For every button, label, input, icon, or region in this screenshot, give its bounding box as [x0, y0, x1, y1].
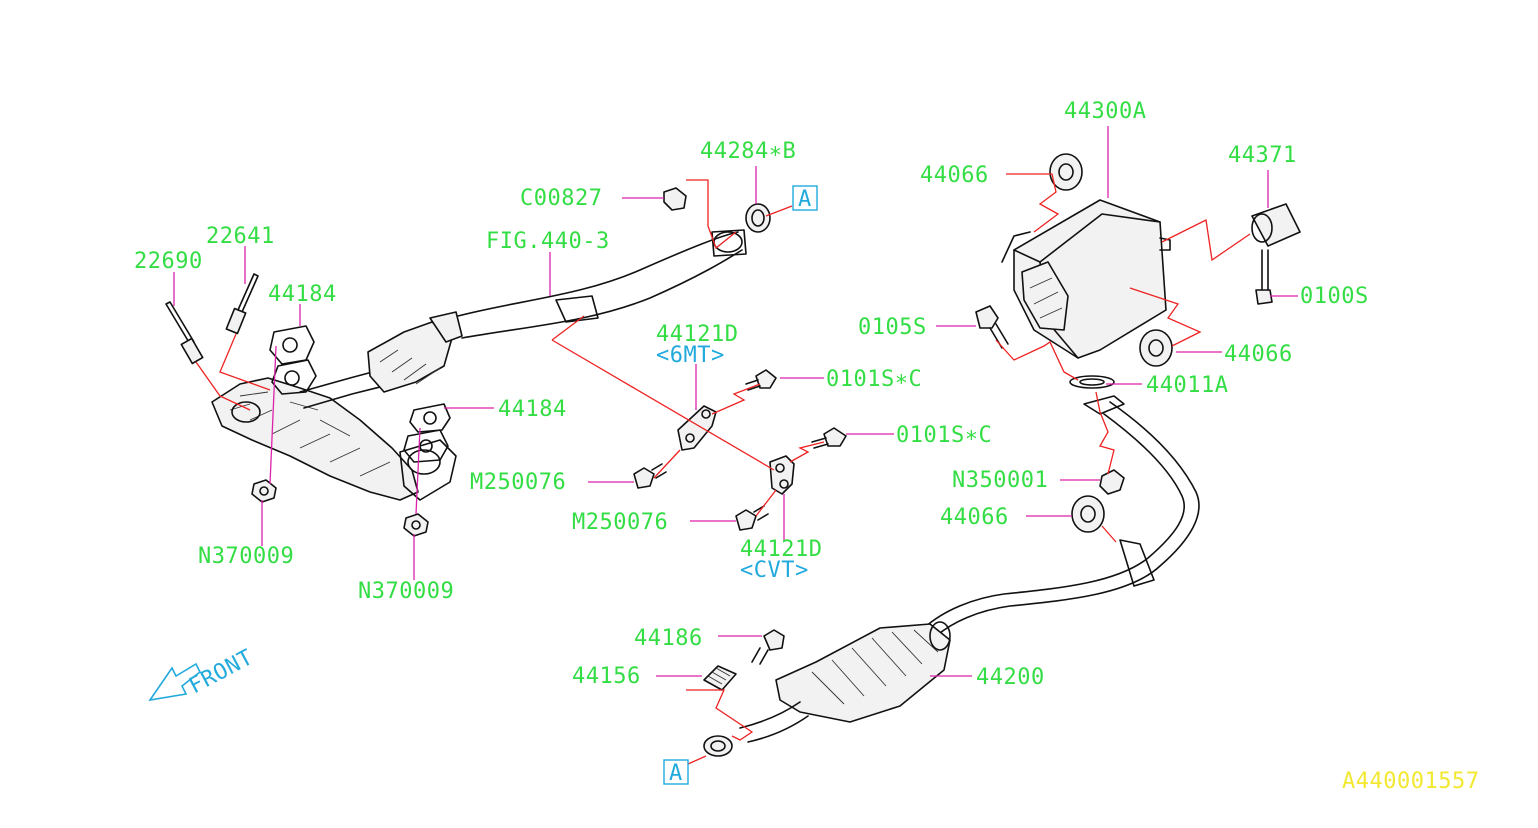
- label-44066-mid: 44066: [940, 505, 1009, 530]
- label-44121d-top: 44121D: [656, 322, 738, 347]
- rear-muffler-44300a: [1001, 199, 1171, 359]
- front-exhaust-pipe: [299, 231, 743, 409]
- label-44284b: 44284∗B: [700, 139, 796, 164]
- label-6mt: <6MT>: [656, 343, 725, 368]
- bracket-6mt: [677, 405, 717, 451]
- label-n350001: N350001: [952, 468, 1048, 493]
- label-cvt: <CVT>: [740, 558, 809, 583]
- label-44200: 44200: [976, 665, 1045, 690]
- hanger-rubbers: [1049, 153, 1173, 533]
- label-fig-440-3: FIG.440-3: [486, 229, 610, 254]
- leader-lines: [173, 126, 1298, 765]
- center-pipe: [923, 395, 1200, 641]
- nut-n350001: [1099, 469, 1125, 495]
- label-44186: 44186: [634, 626, 703, 651]
- label-44156: 44156: [572, 664, 641, 689]
- label-44184-top: 44184: [268, 282, 337, 307]
- label-0101sc-top: 0101S∗C: [826, 367, 922, 392]
- label-n370009-b: N370009: [358, 579, 454, 604]
- ref-label-a-bottom: A: [669, 761, 683, 786]
- label-44300a: 44300A: [1064, 99, 1146, 124]
- bolt-spring-44186-44156: [703, 629, 785, 691]
- oxygen-sensor-22641: [225, 273, 259, 335]
- label-44121d-bottom: 44121D: [740, 537, 822, 562]
- manifold-gasket-upper: [269, 325, 317, 395]
- label-44011a: 44011A: [1146, 373, 1228, 398]
- label-44184-mid: 44184: [498, 397, 567, 422]
- label-44066-top: 44066: [920, 163, 989, 188]
- ref-box-a-bottom: [663, 759, 689, 785]
- bolts: [633, 249, 1273, 531]
- label-44371: 44371: [1228, 143, 1297, 168]
- label-22690: 22690: [134, 249, 203, 274]
- label-22641: 22641: [206, 224, 275, 249]
- oxygen-sensor-22690: [165, 301, 204, 365]
- main-muffler-44200: [703, 621, 951, 757]
- label-0105s: 0105S: [858, 315, 927, 340]
- bracket-cvt: [769, 455, 795, 495]
- label-front: FRONT: [185, 645, 257, 699]
- nuts-n370009: [251, 479, 429, 537]
- illustration-code: A440001557: [1342, 769, 1479, 794]
- gasket-44284: [745, 203, 771, 233]
- label-0101sc-mid: 0101S∗C: [896, 423, 992, 448]
- nut-c00827: [663, 187, 687, 211]
- tail-tip-44371: [1251, 203, 1301, 247]
- label-0100s: 0100S: [1300, 284, 1369, 309]
- label-44066-right: 44066: [1224, 342, 1293, 367]
- ref-label-a-top: A: [798, 187, 812, 212]
- label-m250076-b: M250076: [572, 510, 668, 535]
- label-m250076-a: M250076: [470, 470, 566, 495]
- ref-box-a-top: [792, 185, 818, 211]
- manifold-gasket-lower: [403, 403, 451, 463]
- front-arrow-icon: [148, 662, 202, 702]
- label-c00827: C00827: [520, 186, 602, 211]
- gasket-44011a: [1069, 375, 1115, 389]
- label-n370009-a: N370009: [198, 544, 294, 569]
